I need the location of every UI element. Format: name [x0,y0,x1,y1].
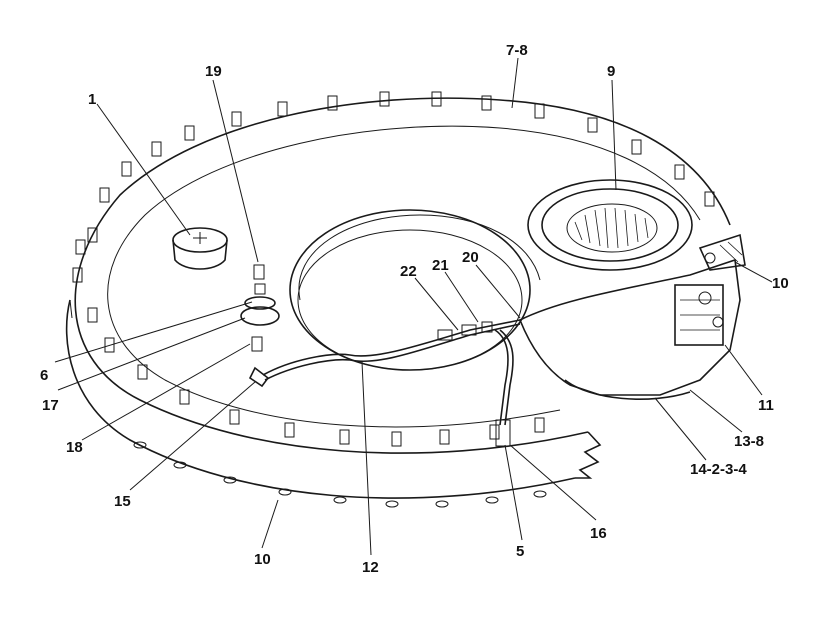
callout-16: 16 [590,525,607,542]
cover-cap [172,227,228,270]
callout-22: 22 [400,263,417,280]
splined-drive-hub [527,179,693,271]
callout-17: 17 [42,397,59,414]
callout-14-2-3-4: 14-2-3-4 [690,461,747,478]
ring-plate [65,97,731,499]
bottom-bolt-heads [133,441,547,508]
callout-21: 21 [432,257,449,274]
callout-15: 15 [114,493,131,510]
callout-11: 11 [758,397,774,414]
callout-1: 1 [88,91,96,108]
callout-10-bottom: 10 [254,551,271,568]
callout-9: 9 [607,63,615,80]
callout-20: 20 [462,249,479,266]
bolt-studs [72,91,715,447]
callout-5: 5 [516,543,524,560]
center-opening [289,209,541,371]
callout-labels: 1 19 7-8 9 10 22 21 20 6 17 18 15 11 13-… [40,42,789,576]
lube-lines [248,319,521,447]
callout-12: 12 [362,559,379,576]
callout-18: 18 [66,439,83,456]
callout-13-8: 13-8 [734,433,764,450]
callout-7-8: 7-8 [506,42,528,59]
fittings-stack [240,264,280,352]
callout-10-right: 10 [772,275,789,292]
leader-lines [54,57,773,556]
callout-6: 6 [40,367,48,384]
callout-19: 19 [205,63,222,80]
gear-housing [518,233,746,400]
